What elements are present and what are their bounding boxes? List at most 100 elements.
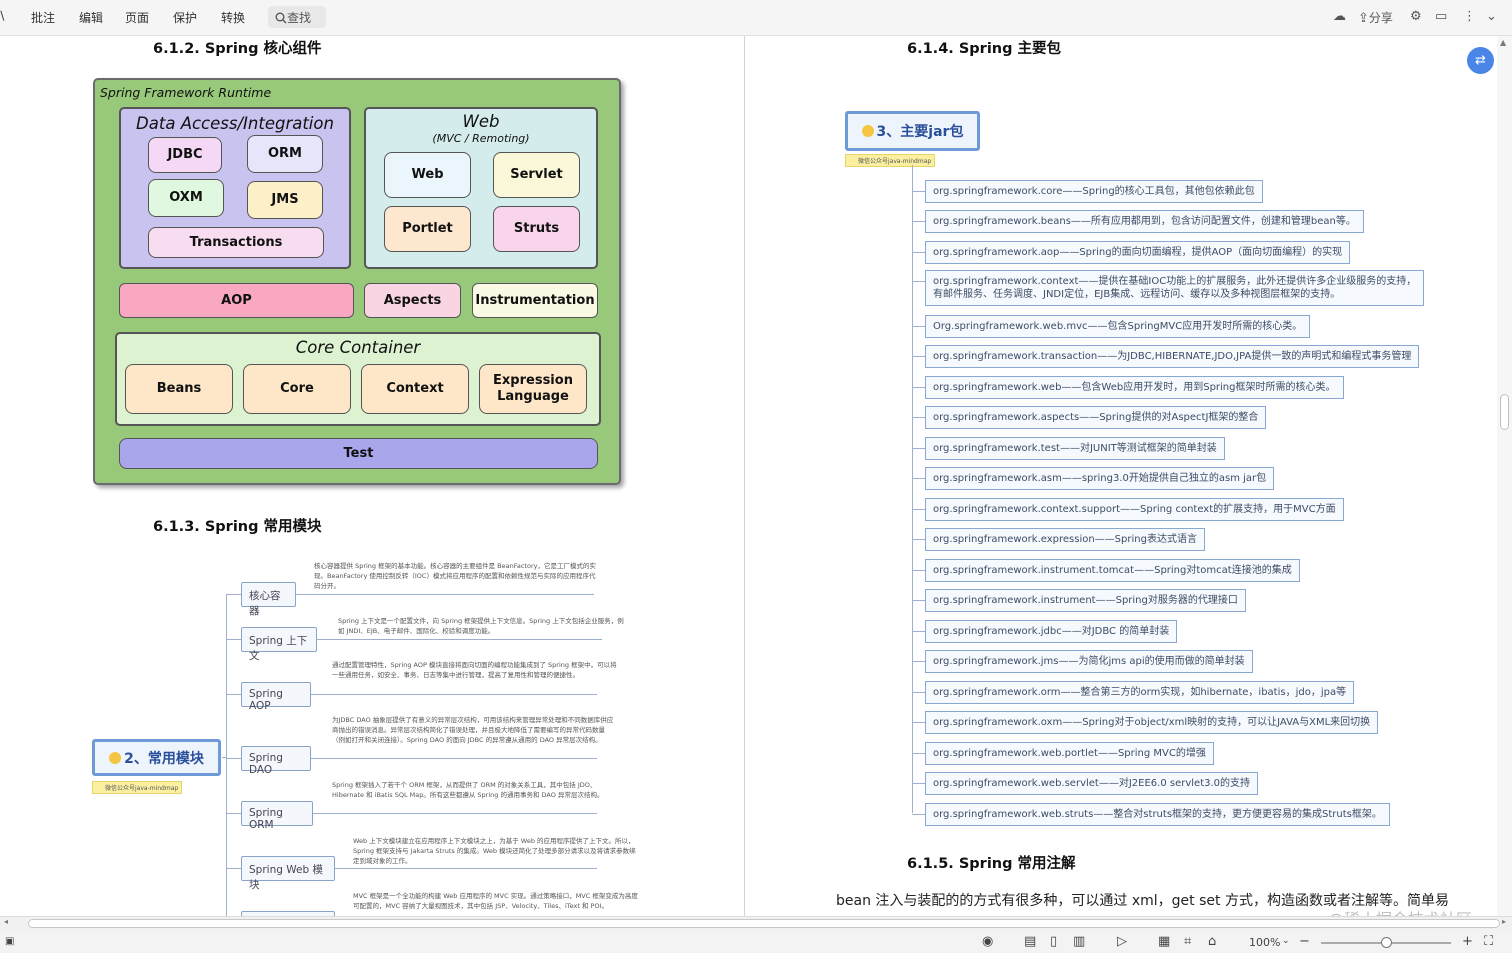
fullscreen-icon[interactable]: ⛶ bbox=[1484, 934, 1494, 949]
jar-item: org.springframework.context.support——Spr… bbox=[925, 498, 1344, 521]
jar-connector bbox=[912, 692, 925, 693]
jar-item-text: org.springframework.expression——Spring表达… bbox=[933, 534, 1197, 545]
struts-box: Struts bbox=[493, 206, 580, 252]
chevron-down-icon[interactable]: ⌄ bbox=[1486, 9, 1497, 24]
horizontal-scroll-thumb[interactable] bbox=[28, 919, 1500, 928]
jar-item-text: org.springframework.beans——所有应用都用到，包含访问配… bbox=[933, 216, 1356, 227]
test-box: Test bbox=[119, 438, 598, 469]
jdbc-box: JDBC bbox=[148, 137, 222, 173]
vertical-scrollbar[interactable]: ▲ bbox=[1497, 36, 1512, 916]
jar-item: org.springframework.web.portlet——Spring … bbox=[925, 742, 1214, 765]
document-icon[interactable]: ▯ bbox=[1050, 934, 1058, 949]
menu-protect[interactable]: 保护 bbox=[173, 11, 198, 25]
core-container-zone: Core Container Beans Core Context Expres… bbox=[115, 332, 601, 426]
mindmap-branch-connector bbox=[226, 868, 241, 869]
horizontal-scrollbar[interactable]: ◂ ▸ bbox=[0, 916, 1512, 930]
jar-connector bbox=[912, 387, 925, 388]
bookmark-icon[interactable]: ⌂ bbox=[1208, 934, 1217, 949]
jar-item: org.springframework.web.struts——整合对strut… bbox=[925, 803, 1390, 826]
search-button[interactable]: 查找 bbox=[268, 6, 326, 28]
data-access-title: Data Access/Integration bbox=[136, 114, 334, 133]
smiley-icon bbox=[861, 125, 874, 137]
mindmap-branch-connector bbox=[226, 594, 241, 595]
mindmap-text-underline bbox=[317, 639, 602, 640]
data-access-zone: Data Access/Integration JDBC ORM OXM JMS… bbox=[119, 107, 351, 269]
jar-root-tag: 微信公众号java-mindmap bbox=[845, 154, 936, 167]
two-page-icon[interactable]: ▥ bbox=[1073, 934, 1086, 949]
share-button[interactable]: ⇪分享 bbox=[1358, 9, 1393, 26]
top-toolbar: ∖ 批注 编辑 页面 保护 转换 查找 ☁ ⇪分享 ⚙ ▭ ⋮ ⌄ bbox=[0, 0, 1512, 36]
mindmap-branch-connector bbox=[226, 639, 241, 640]
search-icon bbox=[275, 12, 287, 24]
section-heading-common-modules: 6.1.3. Spring 常用模块 bbox=[153, 519, 322, 535]
gear-icon[interactable]: ⚙ bbox=[1410, 9, 1422, 24]
zoom-slider[interactable] bbox=[1321, 937, 1451, 948]
mindmap-branch-node: Spring Web 模块 bbox=[241, 856, 335, 891]
sidebar-toggle-icon[interactable]: ▣ bbox=[5, 936, 15, 947]
jar-item-text: org.springframework.transaction——为JDBC,H… bbox=[933, 351, 1412, 362]
jar-connector bbox=[912, 281, 925, 282]
scroll-right-icon[interactable]: ▸ bbox=[1502, 917, 1507, 926]
share-label: 分享 bbox=[1368, 11, 1393, 25]
zoom-out-icon[interactable]: − bbox=[1299, 934, 1310, 949]
page-separator bbox=[744, 36, 745, 916]
comment-icon[interactable]: ▭ bbox=[1435, 9, 1448, 24]
jar-connector bbox=[912, 783, 925, 784]
mindmap-branch-node: Spring ORM bbox=[241, 801, 313, 831]
scroll-up-icon[interactable]: ▲ bbox=[1500, 38, 1507, 47]
status-bar: ▣ ◉ ▤ ▯ ▥ ▷ ▦ ⌗ ⌂ 100% ⌄ − + ⛶ bbox=[0, 930, 1512, 953]
jar-item-text: org.springframework.web.portlet——Spring … bbox=[933, 748, 1206, 759]
scroll-left-icon[interactable]: ◂ bbox=[4, 917, 9, 926]
servlet-box: Servlet bbox=[493, 152, 580, 198]
menu-convert[interactable]: 转换 bbox=[221, 11, 246, 25]
jar-item: org.springframework.test——对JUNIT等测试框架的简单… bbox=[925, 437, 1225, 460]
jar-connector bbox=[912, 539, 925, 540]
jar-connector bbox=[912, 814, 925, 815]
jar-item: org.springframework.jdbc——对JDBC 的简单封装 bbox=[925, 620, 1178, 643]
beans-box: Beans bbox=[125, 364, 233, 414]
aop-box: AOP bbox=[119, 283, 354, 318]
zoom-in-icon[interactable]: + bbox=[1462, 934, 1473, 949]
mindmap-text-underline bbox=[313, 813, 597, 814]
mindmap-branch-node: Spring 上下文 bbox=[241, 627, 317, 662]
zoom-slider-knob[interactable] bbox=[1381, 937, 1392, 948]
more-icon[interactable]: ⋮ bbox=[1463, 9, 1476, 24]
web-zone: Web (MVC / Remoting) Web Servlet Portlet… bbox=[364, 107, 598, 269]
jar-connector bbox=[912, 509, 925, 510]
zoom-level[interactable]: 100% bbox=[1249, 936, 1281, 949]
jar-item: Org.springframework.web.mvc——包含SpringMVC… bbox=[925, 315, 1311, 338]
jar-item-text: org.springframework.jms——为简化jms api的使用而做… bbox=[933, 656, 1245, 667]
mindmap-text-underline bbox=[296, 594, 594, 595]
jar-connector bbox=[912, 478, 925, 479]
cloud-sync-icon[interactable]: ☁ bbox=[1333, 9, 1346, 24]
play-icon[interactable]: ▷ bbox=[1117, 934, 1127, 949]
zoom-dropdown-icon[interactable]: ⌄ bbox=[1282, 936, 1290, 946]
fit-page-icon[interactable]: ▦ bbox=[1158, 934, 1171, 949]
jar-item-text: org.springframework.orm——整合第三方的orm实现，如hi… bbox=[933, 687, 1347, 698]
back-arrow-icon[interactable]: ∖ bbox=[0, 9, 6, 23]
jar-item-text: org.springframework.context——提供在基础IOC功能上… bbox=[933, 276, 1417, 287]
vertical-scroll-thumb[interactable] bbox=[1500, 394, 1509, 430]
jar-item-text: org.springframework.oxm——Spring对于object/… bbox=[933, 717, 1371, 728]
jar-item-text: org.springframework.asm——spring3.0开始提供自己… bbox=[933, 473, 1267, 484]
eye-icon[interactable]: ◉ bbox=[982, 934, 994, 949]
jar-root-label: 3、主要jar包 bbox=[876, 124, 964, 140]
single-page-icon[interactable]: ▤ bbox=[1024, 934, 1037, 949]
menu-edit[interactable]: 编辑 bbox=[79, 11, 104, 25]
jar-item: org.springframework.web——包含Web应用开发时，用到Sp… bbox=[925, 376, 1344, 399]
menu-page[interactable]: 页面 bbox=[125, 11, 150, 25]
menu-annotate[interactable]: 批注 bbox=[31, 11, 56, 25]
translate-float-button[interactable]: ⇄ bbox=[1467, 47, 1494, 74]
aspects-box: Aspects bbox=[364, 283, 461, 318]
mindmap-branch-node: Spring DAO bbox=[241, 746, 311, 776]
jar-item-text: org.springframework.instrument.tomcat——S… bbox=[933, 565, 1292, 576]
jar-connector bbox=[912, 252, 925, 253]
jar-item-text: org.springframework.jdbc——对JDBC 的简单封装 bbox=[933, 626, 1170, 637]
section-heading-common-annotations: 6.1.5. Spring 常用注解 bbox=[907, 856, 1076, 872]
spring-architecture-diagram: Spring Framework Runtime Data Access/Int… bbox=[93, 78, 621, 485]
mindmap-branch-text: 核心容器提供 Spring 框架的基本功能。核心容器的主要组件是 BeanFac… bbox=[314, 562, 596, 590]
fit-width-icon[interactable]: ⌗ bbox=[1184, 934, 1192, 949]
mindmap-root-label: 2、常用模块 bbox=[124, 750, 204, 767]
jar-item: org.springframework.instrument——Spring对服… bbox=[925, 589, 1246, 612]
jar-connector bbox=[912, 417, 925, 418]
